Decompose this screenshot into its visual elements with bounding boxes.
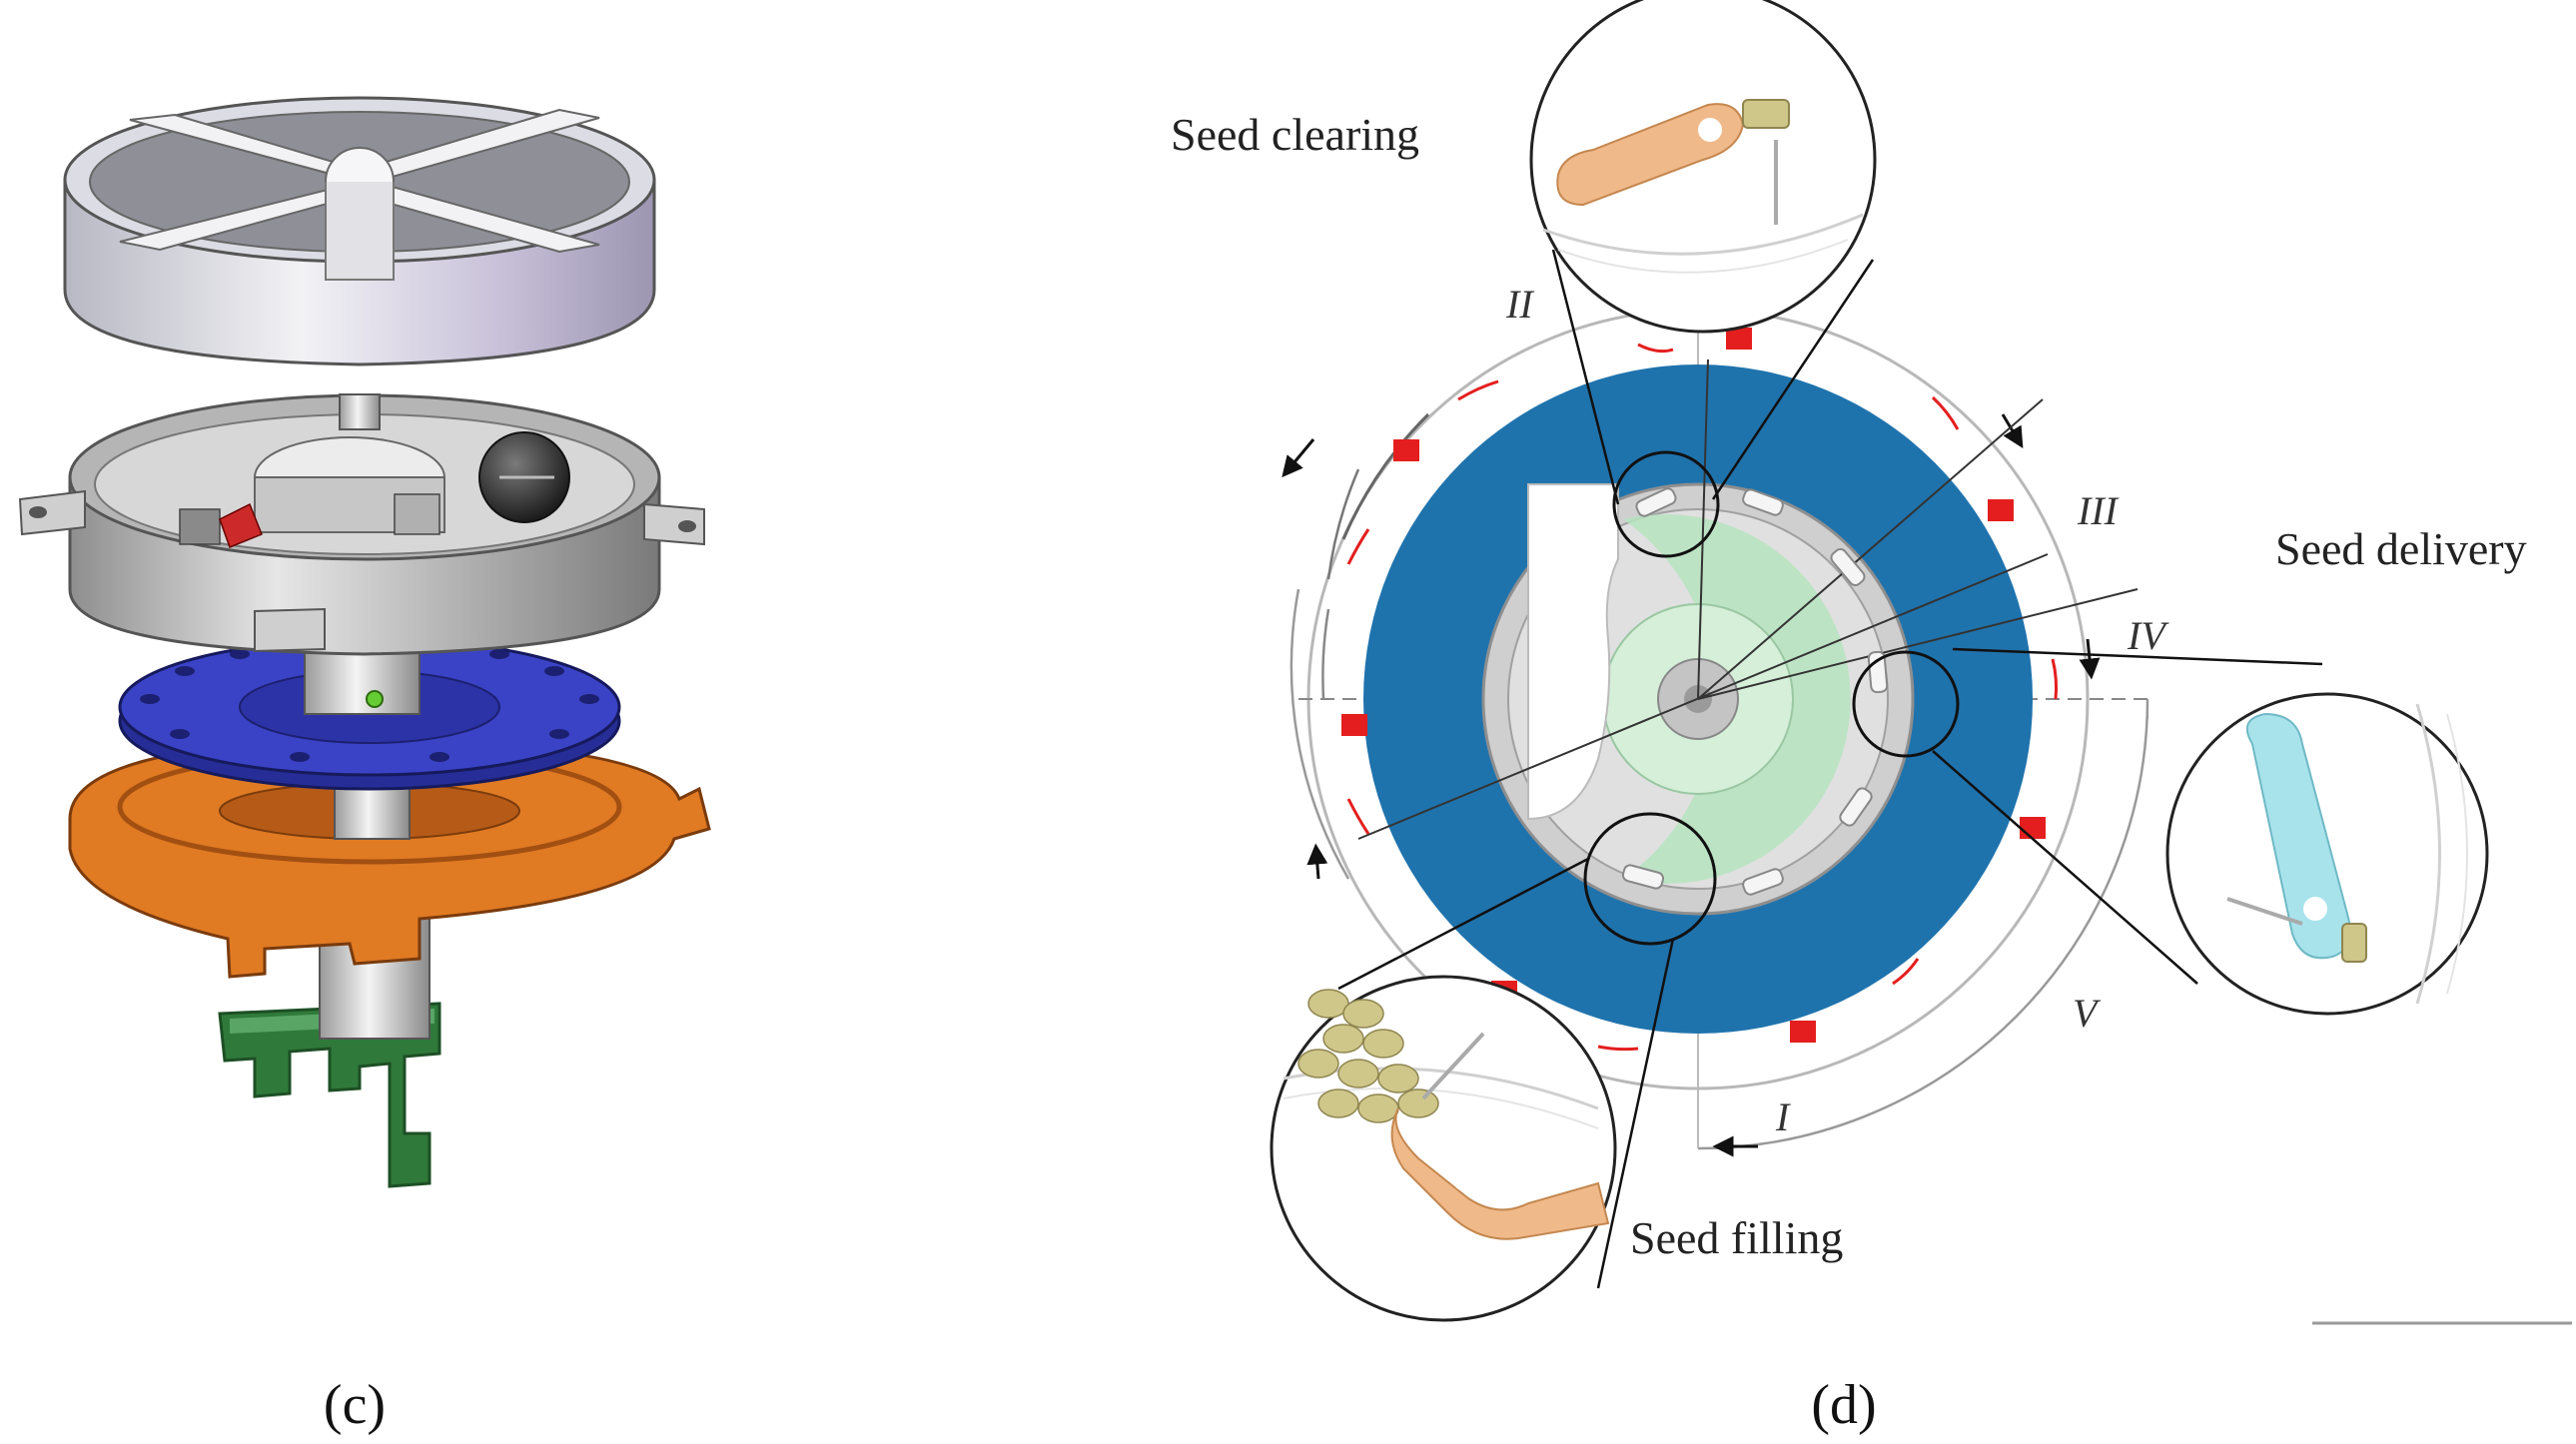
label-seed-filling: Seed filling (1630, 1212, 1843, 1263)
magnifier-seed-filling (1270, 975, 1617, 1322)
rotation-arrow-4 (1306, 843, 1328, 880)
seed-pile (1297, 989, 1439, 1123)
zone-label-IV: IV (2127, 613, 2169, 658)
indicator-light (366, 690, 384, 708)
magnifier-seed-delivery (2165, 692, 2489, 1016)
seed-cell-ticks (1346, 343, 2059, 1052)
rotation-arc-left (1341, 412, 1430, 540)
zone-label-II: II (1505, 282, 1534, 327)
clamp-arm-delivery (2245, 712, 2351, 960)
seed-cells (1341, 328, 2046, 1043)
zone-label-I: I (1775, 1094, 1791, 1139)
clamp-arm-filling (1390, 1107, 1610, 1240)
metal-housing (18, 393, 705, 656)
label-seed-clearing: Seed clearing (1171, 109, 1419, 160)
magnifier-seed-clearing (1529, 0, 1877, 334)
inner-clamps (1621, 487, 1889, 896)
seed-inlet (1527, 483, 1619, 821)
panel-d-label: (d) (1811, 1374, 1876, 1436)
focus-circle-filling (1583, 812, 1717, 946)
blue-seed-plate (118, 637, 621, 791)
rotation-arrow-1 (1282, 438, 1315, 478)
panel-c-label: (c) (324, 1374, 386, 1436)
zone-label-V: V (2073, 991, 2102, 1036)
focus-circle-delivery (1852, 650, 1960, 758)
exploded-assembly (18, 96, 711, 1188)
focus-circle-clearing (1612, 450, 1720, 558)
seed-metering-diagram: Seed clearing Seed delivery Seed filling… (1171, 0, 2572, 1325)
label-seed-delivery: Seed delivery (2275, 523, 2527, 574)
top-cover (63, 96, 656, 366)
zone-label-III: III (2077, 488, 2120, 533)
